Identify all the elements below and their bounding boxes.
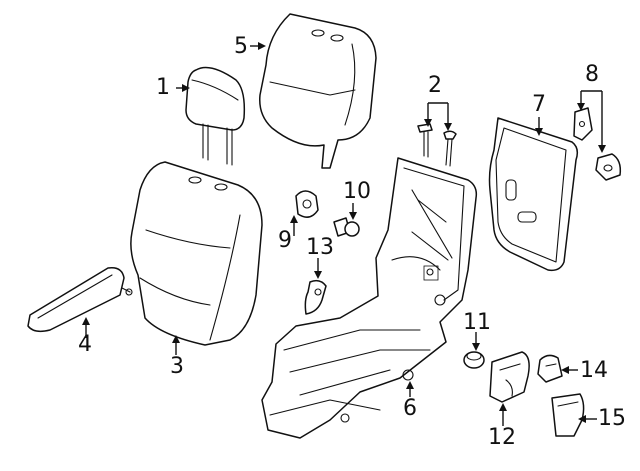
part-3-seatback-lower — [130, 161, 263, 346]
callout-6: 6 — [403, 396, 417, 421]
callout-8: 8 — [585, 62, 599, 87]
callout-15: 15 — [598, 406, 626, 431]
callout-3: 3 — [170, 354, 184, 379]
part-9-plug — [295, 190, 319, 218]
callout-12: 12 — [488, 425, 516, 450]
callout-2: 2 — [428, 73, 442, 98]
callout-11: 11 — [463, 310, 491, 335]
part-11-cap — [463, 351, 485, 369]
part-6-seat-frame — [261, 157, 478, 439]
callout-1: 1 — [156, 75, 170, 100]
callout-14: 14 — [580, 358, 608, 383]
part-14-cover — [537, 354, 563, 383]
callout-4: 4 — [78, 332, 92, 357]
leader-lines — [82, 42, 606, 426]
callout-10: 10 — [343, 179, 371, 204]
part-13-clip — [304, 279, 327, 315]
part-15-trim — [551, 393, 585, 437]
part-12-bracket — [489, 351, 530, 403]
part-4-armrest — [27, 266, 133, 333]
part-2-bolts — [417, 123, 457, 167]
part-5-seatback-upper — [259, 13, 377, 169]
part-1-headrest — [185, 66, 246, 166]
callout-5: 5 — [234, 34, 248, 59]
callout-9: 9 — [278, 228, 292, 253]
part-8-brackets — [573, 107, 622, 181]
part-10-bolt — [333, 217, 360, 237]
callout-13: 13 — [306, 235, 334, 260]
callout-7: 7 — [532, 92, 546, 117]
part-7-back-panel — [488, 117, 579, 272]
